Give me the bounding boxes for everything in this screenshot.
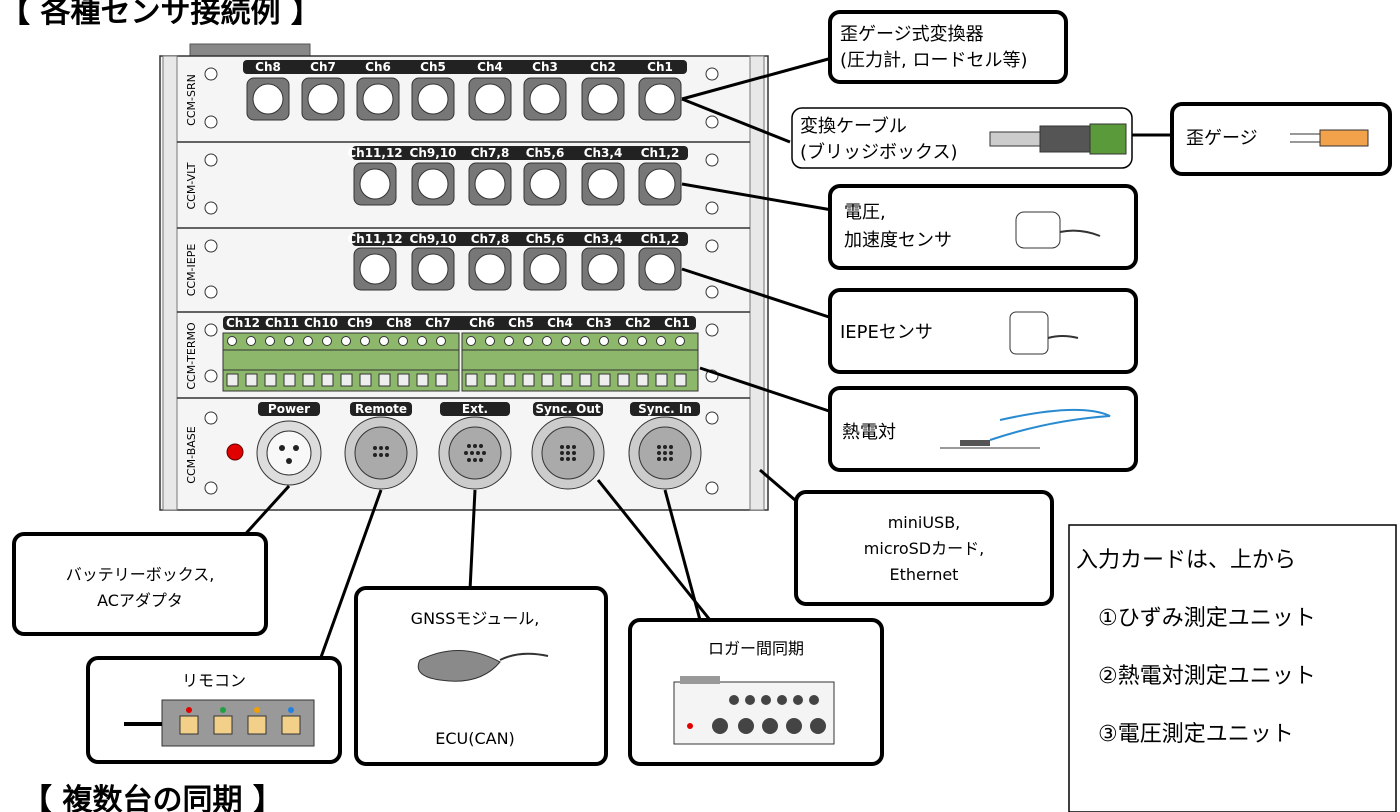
port-label-sync-in: Sync. In <box>638 402 692 416</box>
strain-gauge-icon <box>1319 129 1369 147</box>
callout-text: (ブリッジボックス) <box>800 141 958 163</box>
srn-ch-label: Ch6 <box>365 60 391 74</box>
port-label-sync-out: Sync. Out <box>535 402 601 416</box>
vlt-ch-label: Ch11,12 <box>347 146 402 160</box>
panel-screws <box>204 67 719 495</box>
callout-remote: リモコン <box>86 656 342 764</box>
module-label-base: CCM-BASE <box>185 426 198 483</box>
termo-ch-label: Ch5 <box>508 316 534 330</box>
callout-text: バッテリーボックス, <box>66 565 215 584</box>
termo-ch-label: Ch10 <box>304 316 338 330</box>
port-label-ext: Ext. <box>462 402 488 416</box>
termo-ch-label: Ch2 <box>625 316 651 330</box>
port-label-power: Power <box>268 402 310 416</box>
logger-left-rail <box>162 55 178 511</box>
note-item: ①ひずみ測定ユニット <box>1098 606 1316 631</box>
vlt-ch-label: Ch1,2 <box>641 146 680 160</box>
vlt-ch-label: Ch7,8 <box>471 146 510 160</box>
callout-text: miniUSB, <box>888 513 961 532</box>
iepe-ch-label: Ch7,8 <box>471 232 510 246</box>
termo-ch-label: Ch7 <box>425 316 451 330</box>
srn-ch-label: Ch5 <box>420 60 446 74</box>
port-label-remote: Remote <box>355 402 407 416</box>
iepe-ch-label: Ch9,10 <box>410 232 457 246</box>
callout-gnss: GNSSモジュール, ECU(CAN) <box>354 586 608 766</box>
termo-channels: Ch12 Ch11 Ch10 Ch9 Ch8 Ch7 Ch6 Ch5 Ch4 C… <box>222 316 699 392</box>
termo-ch-label: Ch6 <box>469 316 495 330</box>
accelerometer-icon <box>1015 211 1061 249</box>
termo-ch-label: Ch12 <box>226 316 260 330</box>
module-label-srn: CCM-SRN <box>185 74 198 126</box>
module-label-vlt: CCM-VLT <box>185 162 198 209</box>
callout-thermocouple: 熱電対 <box>828 386 1138 472</box>
callout-iepe-sensor: IEPEセンサ <box>828 288 1138 374</box>
callout-strain-gauge: 歪ゲージ <box>1170 102 1392 176</box>
callout-text: リモコン <box>182 671 246 690</box>
callout-text: IEPEセンサ <box>840 322 933 343</box>
note-item: ②熱電対測定ユニット <box>1098 664 1316 689</box>
module-label-termo: CCM-TERMO <box>185 322 198 390</box>
termo-ch-label: Ch11 <box>265 316 299 330</box>
iepe-ch-label: Ch5,6 <box>526 232 565 246</box>
bridge-box-icon <box>1089 123 1127 155</box>
callout-text: (圧力計, ロードセル等) <box>840 50 1028 71</box>
termo-ch-label: Ch8 <box>386 316 412 330</box>
callout-text: 電圧, <box>844 202 886 223</box>
srn-ch-label: Ch4 <box>477 60 503 74</box>
srn-ch-label: Ch2 <box>590 60 616 74</box>
vlt-ch-label: Ch9,10 <box>410 146 457 160</box>
callout-strain-transducer: 歪ゲージ式変換器 (圧力計, ロードセル等) <box>828 10 1068 84</box>
base-ports: Power Remote Ext. Sync. Out Sync. In <box>226 402 702 490</box>
connector-lines <box>238 56 1172 661</box>
iepe-channels: Ch11,12 Ch9,10 Ch7,8 Ch5,6 Ch3,4 Ch1,2 <box>347 232 688 291</box>
note-title: 入力カードは、上から <box>1076 548 1296 573</box>
termo-ch-label: Ch1 <box>664 316 690 330</box>
vlt-ch-label: Ch5,6 <box>526 146 565 160</box>
iepe-ch-label: Ch11,12 <box>347 232 402 246</box>
srn-ch-label: Ch7 <box>310 60 336 74</box>
callout-sync: ロガー間同期 <box>628 618 884 766</box>
srn-ch-label: Ch1 <box>647 60 673 74</box>
note-item: ③電圧測定ユニット <box>1098 722 1294 747</box>
top-heading: 【 各種センサ接続例 】 <box>0 0 321 30</box>
srn-channels: Ch8 Ch7 Ch6 Ch5 Ch4 Ch3 Ch2 Ch1 <box>243 60 687 121</box>
callout-bridge-cable: 変換ケーブル (ブリッジボックス) <box>791 107 1133 169</box>
callout-text: ACアダプタ <box>97 591 183 610</box>
logger-right-rail <box>749 55 765 511</box>
iepe-sensor-icon <box>1009 311 1049 355</box>
srn-ch-label: Ch8 <box>255 60 281 74</box>
gnss-module-icon <box>417 650 501 682</box>
iepe-ch-label: Ch1,2 <box>641 232 680 246</box>
callout-text: 熱電対 <box>842 422 896 443</box>
status-led-icon <box>226 443 244 461</box>
vlt-ch-label: Ch3,4 <box>584 146 623 160</box>
termo-ch-label: Ch9 <box>347 316 373 330</box>
cable-icon <box>989 131 1041 147</box>
callout-text: 歪ゲージ <box>1186 128 1258 149</box>
callout-battery: バッテリーボックス, ACアダプタ <box>12 532 268 636</box>
callout-voltage-sensor: 電圧, 加速度センサ <box>828 184 1138 270</box>
thermocouple-icon <box>989 408 1111 441</box>
callout-text: ロガー間同期 <box>708 639 804 658</box>
logger-thumbnail-icon <box>673 681 835 745</box>
callout-text: microSDカード, <box>864 539 984 558</box>
srn-ch-label: Ch3 <box>532 60 558 74</box>
callout-text: 変換ケーブル <box>800 115 907 137</box>
termo-ch-label: Ch3 <box>586 316 612 330</box>
termo-ch-label: Ch4 <box>547 316 573 330</box>
note-box: 入力カードは、上から ①ひずみ測定ユニット ②熱電対測定ユニット ③電圧測定ユニ… <box>1068 524 1397 812</box>
bottom-heading: 【 複数台の同期 】 <box>22 783 283 812</box>
callout-text: Ethernet <box>890 565 959 584</box>
callout-text: 加速度センサ <box>844 230 952 251</box>
iepe-ch-label: Ch3,4 <box>584 232 623 246</box>
callout-text: GNSSモジュール, <box>411 609 540 628</box>
vlt-channels: Ch11,12 Ch9,10 Ch7,8 Ch5,6 Ch3,4 Ch1,2 <box>347 146 688 206</box>
callout-usb: miniUSB, microSDカード, Ethernet <box>794 490 1054 606</box>
module-label-iepe: CCM-IEPE <box>185 244 198 297</box>
callout-text: ECU(CAN) <box>435 729 515 748</box>
callout-text: 歪ゲージ式変換器 <box>840 24 984 45</box>
